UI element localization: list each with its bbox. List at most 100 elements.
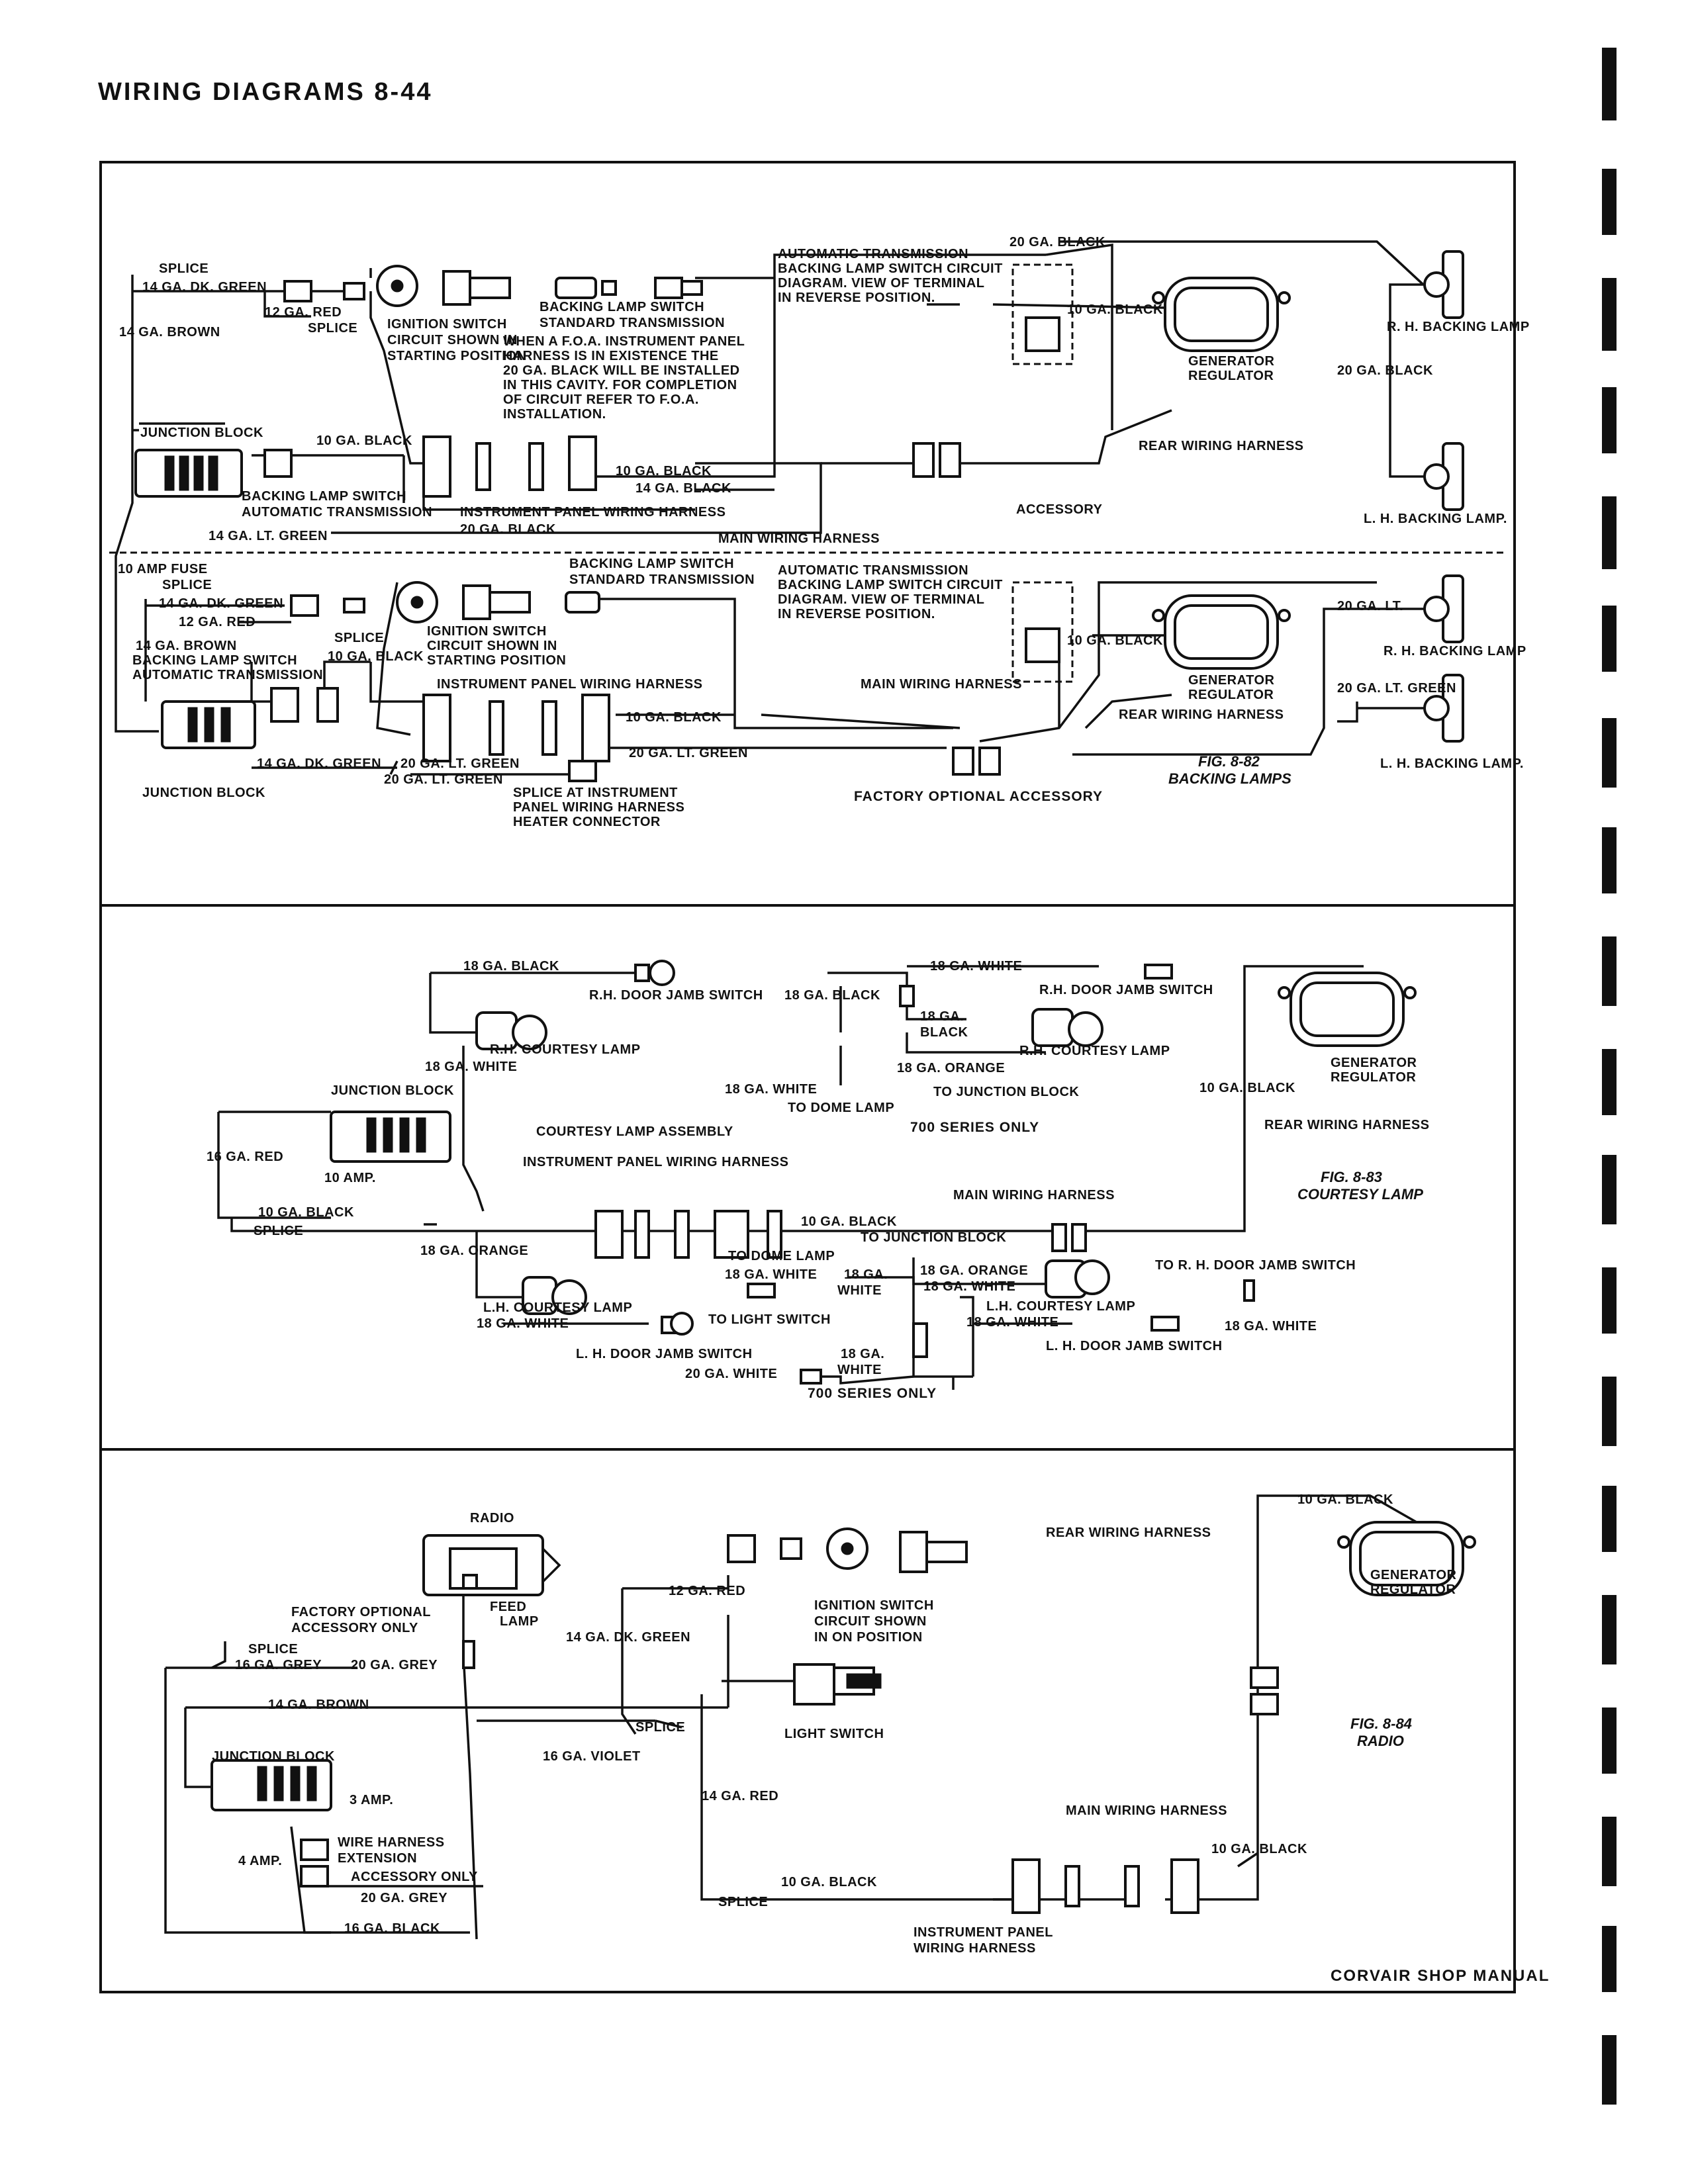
label-backing-switch: AUTOMATIC TRANSMISSION	[242, 505, 432, 520]
fig84-radio-circuit	[164, 1494, 1476, 1940]
label-jamb-switch: R.H. DOOR JAMB SWITCH	[1039, 983, 1213, 997]
label-harness: WIRING HARNESS	[914, 1941, 1036, 1956]
label-note: AUTOMATIC TRANSMISSION	[778, 563, 968, 578]
label-courtesy-lamp: L.H. COURTESY LAMP	[986, 1299, 1135, 1314]
fig84-caption-number: FIG. 8-84	[1350, 1715, 1412, 1732]
label-fuse: 10 AMP FUSE	[118, 562, 208, 576]
label-ignition-switch: IGNITION SWITCH	[427, 624, 547, 639]
label-fuse: 3 AMP.	[350, 1793, 393, 1807]
label-wire: 18 GA.	[844, 1267, 888, 1282]
label-generator: GENERATOR	[1370, 1568, 1456, 1582]
label-note: HARNESS IS IN EXISTENCE THE	[503, 349, 719, 363]
label-wire: 18 GA. BLACK	[463, 959, 559, 974]
label-harness: MAIN WIRING HARNESS	[953, 1188, 1115, 1203]
label-wire: 14 GA. DK. GREEN	[566, 1630, 690, 1645]
label-foa: FACTORY OPTIONAL	[291, 1605, 431, 1619]
label-wire: WHITE	[837, 1283, 882, 1298]
label-wire: 14 GA. BLACK	[635, 481, 731, 496]
page-footer: CORVAIR SHOP MANUAL	[1331, 1967, 1550, 1985]
label-splice: SPLICE	[248, 1642, 298, 1657]
fig84-caption-title: RADIO	[1357, 1733, 1404, 1749]
label-ignition-switch: STARTING POSITION	[387, 349, 526, 363]
label-wire: 18 GA. BLACK	[784, 988, 880, 1003]
label-fuse: 10 AMP.	[324, 1171, 376, 1185]
label-fuse: 4 AMP.	[238, 1854, 282, 1868]
label-wire: 14 GA. RED	[702, 1789, 778, 1803]
label-splice-note: HEATER CONNECTOR	[513, 815, 661, 829]
fig83-caption-title: COURTESY LAMP	[1297, 1186, 1423, 1203]
label-note: IN REVERSE POSITION.	[778, 291, 935, 305]
label-wire: 14 GA. DK. GREEN	[159, 596, 283, 611]
label-note: DIAGRAM. VIEW OF TERMINAL	[778, 276, 984, 291]
fig82-caption-title: BACKING LAMPS	[1168, 770, 1291, 787]
label-splice: SPLICE	[308, 321, 357, 336]
label-harness: INSTRUMENT PANEL	[914, 1925, 1053, 1940]
label-junction: JUNCTION BLOCK	[142, 786, 265, 800]
label-splice: SPLICE	[718, 1895, 768, 1909]
label-wire: 16 GA. RED	[207, 1150, 283, 1164]
label-junction: JUNCTION BLOCK	[140, 426, 263, 440]
label-backing-switch: BACKING LAMP SWITCH	[132, 653, 297, 668]
fig83-courtesy-circuit	[217, 960, 1417, 1390]
label-note: WHEN A F.O.A. INSTRUMENT PANEL	[503, 334, 745, 349]
label-wire: 18 GA.	[920, 1009, 964, 1024]
label-wire: 18 GA. WHITE	[966, 1315, 1058, 1330]
label-foa: FACTORY OPTIONAL ACCESSORY	[854, 789, 1103, 804]
label-dome-lamp: TO DOME LAMP	[788, 1101, 894, 1115]
label-extension: EXTENSION	[338, 1851, 417, 1866]
label-wire: 20 GA. BLACK	[460, 522, 556, 537]
label-ignition-switch: IN ON POSITION	[814, 1630, 923, 1645]
label-wire: 20 GA. BLACK	[1009, 235, 1105, 250]
page-header: WIRING DIAGRAMS 8-44	[98, 78, 433, 106]
label-courtesy-lamp: R.H. COURTESY LAMP	[490, 1042, 641, 1057]
label-wire: 12 GA. RED	[265, 305, 342, 320]
label-backing-switch: BACKING LAMP SWITCH	[242, 489, 406, 504]
label-wire: 20 GA. WHITE	[685, 1367, 777, 1381]
label-rh-lamp: R. H. BACKING LAMP	[1383, 644, 1526, 659]
fig82-upper-circuit	[115, 240, 1464, 733]
label-series: 700 SERIES ONLY	[910, 1120, 1039, 1135]
label-splice-note: PANEL WIRING HARNESS	[513, 800, 684, 815]
label-backing-switch: BACKING LAMP SWITCH	[539, 300, 704, 314]
label-backing-switch: BACKING LAMP SWITCH	[569, 557, 734, 571]
label-wire: 10 GA. BLACK	[1211, 1842, 1307, 1856]
label-splice: SPLICE	[635, 1720, 685, 1735]
label-generator: REGULATOR	[1188, 688, 1274, 702]
label-light-switch: LIGHT SWITCH	[784, 1727, 884, 1741]
label-wire: 14 GA. BROWN	[136, 639, 237, 653]
diagram-frame	[99, 161, 1516, 1993]
label-junction: JUNCTION BLOCK	[212, 1749, 335, 1764]
label-extension: WIRE HARNESS	[338, 1835, 445, 1850]
label-note: 20 GA. BLACK WILL BE INSTALLED	[503, 363, 740, 378]
label-rh-lamp: R. H. BACKING LAMP	[1387, 320, 1530, 334]
label-wire: 10 GA. BLACK	[1067, 302, 1163, 317]
label-series: 700 SERIES ONLY	[808, 1386, 937, 1401]
label-light-switch: TO LIGHT SWITCH	[708, 1312, 831, 1327]
label-generator: REGULATOR	[1331, 1070, 1416, 1085]
label-splice: SPLICE	[254, 1224, 303, 1238]
label-harness: INSTRUMENT PANEL WIRING HARNESS	[523, 1155, 788, 1169]
label-splice: SPLICE	[334, 631, 384, 645]
label-wire: 18 GA. WHITE	[425, 1060, 517, 1074]
label-ignition-switch: IGNITION SWITCH	[814, 1598, 934, 1613]
label-harness: MAIN WIRING HARNESS	[718, 531, 880, 546]
label-note: BACKING LAMP SWITCH CIRCUIT	[778, 261, 1003, 276]
label-wire: 18 GA. ORANGE	[920, 1263, 1028, 1278]
label-wire: 10 GA. BLACK	[1067, 633, 1163, 648]
label-wire: 20 GA. GREY	[351, 1658, 438, 1672]
label-ignition-switch: CIRCUIT SHOWN IN	[427, 639, 557, 653]
label-wire: 20 GA. LT. GREEN	[1337, 681, 1456, 696]
label-foa: ACCESSORY ONLY	[291, 1621, 418, 1635]
label-generator: REGULATOR	[1188, 369, 1274, 383]
label-wire: 14 GA. BROWN	[119, 325, 220, 340]
label-wire: 10 GA. BLACK	[626, 710, 722, 725]
label-accessory: ACCESSORY	[1016, 502, 1103, 517]
label-jamb-switch: L. H. DOOR JAMB SWITCH	[1046, 1339, 1223, 1353]
label-wire: 10 GA. BLACK	[328, 649, 424, 664]
label-wire: 10 GA. BLACK	[1297, 1492, 1393, 1507]
label-jamb-switch: R.H. DOOR JAMB SWITCH	[589, 988, 763, 1003]
label-splice: SPLICE	[162, 578, 212, 592]
label-wire: 12 GA. RED	[669, 1584, 745, 1598]
label-wire: 20 GA. LT. GREEN	[400, 756, 520, 771]
label-backing-switch: AUTOMATIC TRANSMISSION	[132, 668, 323, 682]
